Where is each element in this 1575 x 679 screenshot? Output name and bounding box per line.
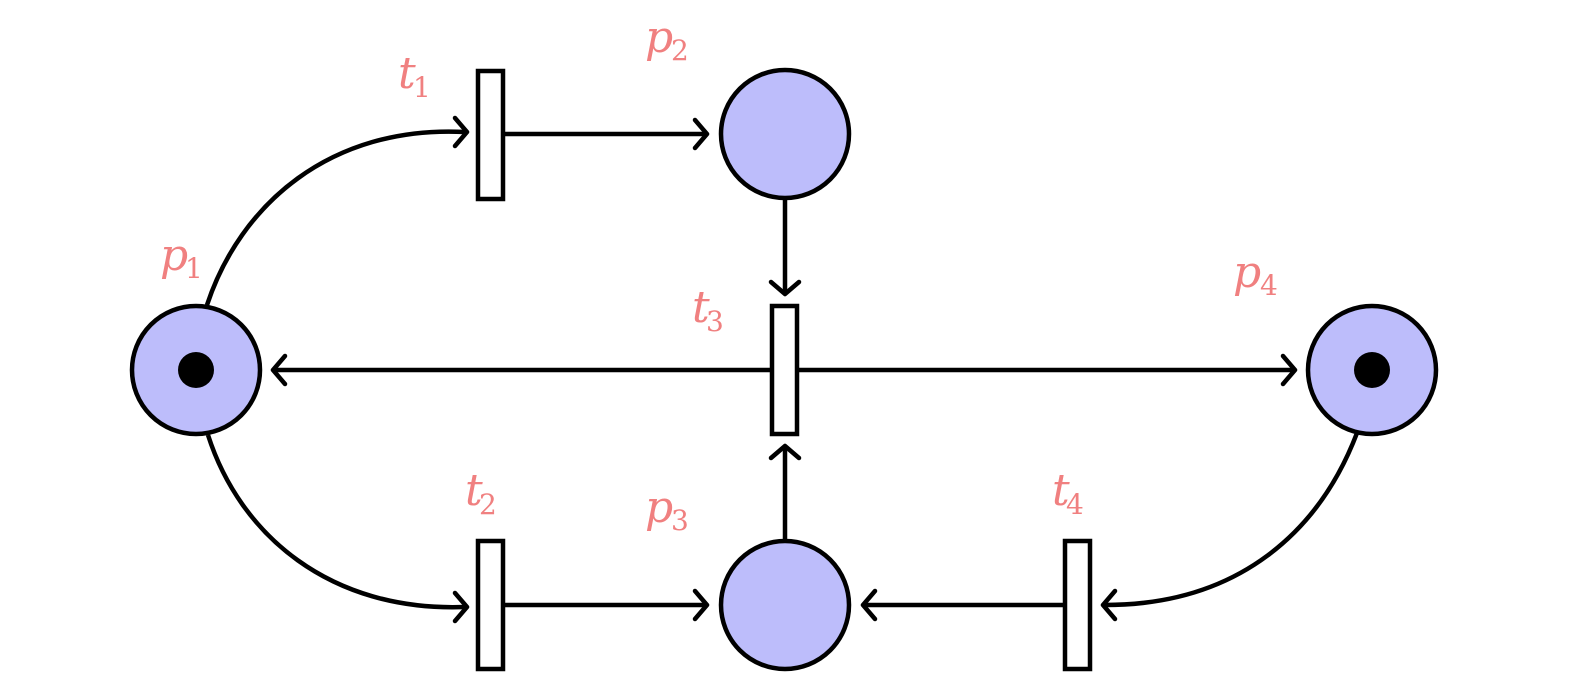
label-p1: p 1 [160, 230, 203, 285]
arrowhead-t1 [452, 115, 470, 149]
arrowhead-t4 [1100, 588, 1118, 622]
transition-t3 [769, 303, 800, 437]
arc-p4-t4 [1104, 432, 1360, 608]
label-p4-letter: p [1233, 247, 1261, 298]
label-p1-letter: p [160, 230, 188, 281]
place-p3 [718, 538, 852, 672]
arrowhead-t3-top [768, 279, 802, 297]
label-t2: t 2 [465, 465, 497, 521]
arrowhead-p3-left [692, 588, 710, 622]
transition-t2 [475, 538, 506, 672]
arrowhead-p1 [270, 353, 288, 387]
label-t4: t 4 [1052, 465, 1084, 521]
token-p1 [178, 352, 214, 388]
label-t3-index: 3 [706, 305, 724, 338]
label-p2-index: 2 [671, 34, 689, 67]
label-p4: p 4 [1233, 247, 1278, 302]
label-p4-index: 4 [1260, 269, 1278, 302]
label-p1-index: 1 [185, 252, 203, 285]
place-p2 [718, 67, 852, 201]
arrowhead-p3-right [860, 588, 878, 622]
label-t3-letter: t [692, 282, 710, 333]
arc-p1-t1 [204, 129, 466, 306]
label-p2-letter: p [645, 12, 673, 63]
label-p3-letter: p [645, 482, 673, 533]
label-t1: t 1 [398, 48, 431, 104]
arc-p1-t2 [205, 434, 466, 610]
label-t1-letter: t [398, 48, 416, 99]
label-t2-letter: t [465, 465, 483, 516]
label-t4-letter: t [1052, 465, 1070, 516]
transition-t1 [475, 68, 506, 202]
label-p3-index: 3 [671, 504, 689, 537]
label-p3: p 3 [645, 482, 689, 537]
label-t2-index: 2 [479, 488, 497, 521]
arrowhead-p2-left [692, 117, 710, 151]
label-t3: t 3 [692, 282, 724, 338]
arrowhead-t3-bottom [768, 443, 802, 461]
label-t1-index: 1 [413, 71, 431, 104]
transition-t4 [1062, 538, 1093, 672]
arrowhead-p4 [1280, 353, 1298, 387]
token-p4 [1354, 352, 1390, 388]
label-t4-index: 4 [1066, 488, 1084, 521]
arrowhead-t2 [452, 590, 470, 624]
label-p2: p 2 [645, 12, 689, 67]
